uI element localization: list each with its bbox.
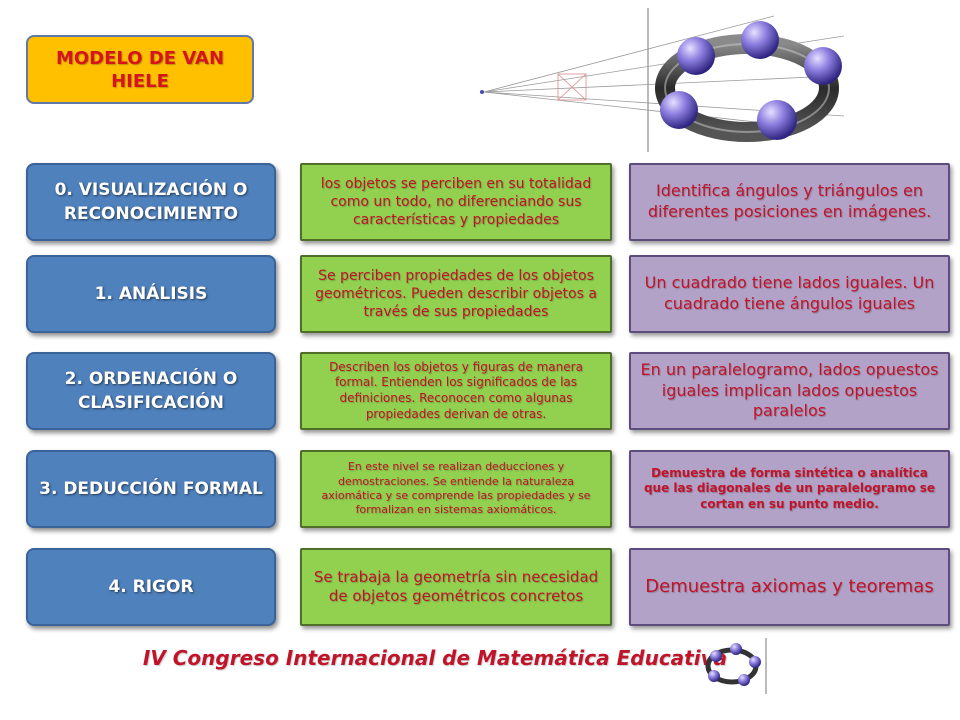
level-example: En un paralelogramo, lados opuestos igua… [629,352,950,430]
level-description: Se perciben propiedades de los objetos g… [300,255,612,333]
level-example-text: Demuestra de forma sintética o analítica… [643,465,936,511]
page-title: MODELO DE VAN HIELE [26,35,254,104]
level-label-text: 2. ORDENACIÓN O CLASIFICACIÓN [64,369,238,413]
level-label: 2. ORDENACIÓN O CLASIFICACIÓN [26,352,276,430]
level-example-text: Identifica ángulos y triángulos en difer… [647,181,932,221]
level-description-text: En este nivel se realizan deducciones y … [321,460,591,517]
level-label-text: 1. ANÁLISIS [94,284,208,304]
level-description-text: Se perciben propiedades de los objetos g… [315,267,597,321]
level-example-text: Demuestra axiomas y teoremas [645,576,934,598]
level-description: Se trabaja la geometría sin necesidad de… [300,548,612,626]
level-label-text: 0. VISUALIZACIÓN O RECONOCIMIENTO [54,180,248,224]
level-label: 1. ANÁLISIS [26,255,276,333]
level-example: Demuestra de forma sintética o analítica… [629,450,950,528]
level-example: Identifica ángulos y triángulos en difer… [629,163,950,241]
level-label-text: 3. DEDUCCIÓN FORMAL [39,479,263,499]
level-label-text: 4. RIGOR [108,577,194,597]
level-description-text: los objetos se perciben en su totalidad … [320,175,592,229]
level-label: 3. DEDUCCIÓN FORMAL [26,450,276,528]
level-label: 0. VISUALIZACIÓN O RECONOCIMIENTO [26,163,276,241]
level-description: En este nivel se realizan deducciones y … [300,450,612,528]
level-label: 4. RIGOR [26,548,276,626]
level-example-text: Un cuadrado tiene lados iguales. Un cuad… [644,273,935,313]
level-example: Un cuadrado tiene lados iguales. Un cuad… [629,255,950,333]
page-title-text: MODELO DE VAN HIELE [55,47,225,92]
geogebra-ring-logo-icon [705,638,767,694]
level-example: Demuestra axiomas y teoremas [629,548,950,626]
level-description-text: Describen los objetos y figuras de maner… [329,359,583,421]
level-description-text: Se trabaja la geometría sin necesidad de… [313,567,599,606]
footer-congress-title: IV Congreso Internacional de Matemática … [142,646,728,670]
level-example-text: En un paralelogramo, lados opuestos igua… [640,359,939,421]
geogebra-ring-logo-icon [480,8,845,152]
level-description: Describen los objetos y figuras de maner… [300,352,612,430]
level-description: los objetos se perciben en su totalidad … [300,163,612,241]
